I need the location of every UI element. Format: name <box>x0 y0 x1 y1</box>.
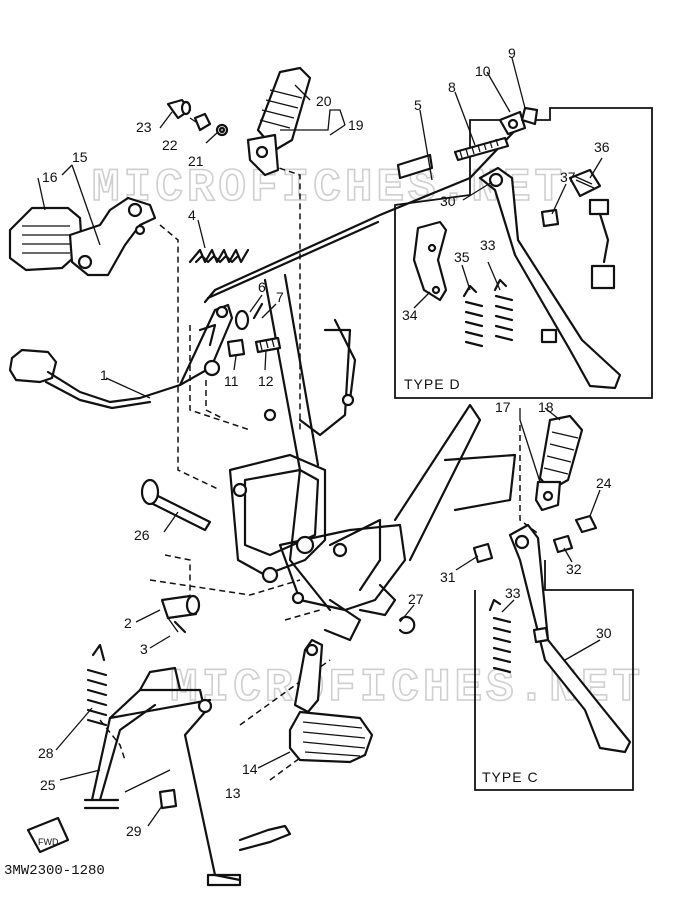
type-c-label: TYPE C <box>482 769 539 785</box>
pivot-bolt <box>140 478 212 532</box>
shaft-and-pin <box>160 594 201 634</box>
part-label-30-d: 30 <box>440 193 456 209</box>
part-label-14: 14 <box>242 761 258 777</box>
center-stand: FWD <box>26 643 292 887</box>
part-label-31: 31 <box>440 569 456 585</box>
part-label-12: 12 <box>258 373 274 389</box>
part-label-33-c: 33 <box>505 585 521 601</box>
part-number-labels: 1 2 3 4 5 6 7 8 9 10 11 12 13 14 15 16 1… <box>38 45 612 839</box>
part-label-1: 1 <box>100 367 108 383</box>
right-footrest <box>534 414 584 512</box>
part-label-19: 19 <box>348 117 364 133</box>
type-d-box: TYPE D <box>394 107 653 399</box>
part-label-27: 27 <box>408 591 424 607</box>
part-label-37: 37 <box>560 169 576 185</box>
upper-footrest <box>166 66 312 177</box>
part-label-28: 28 <box>38 745 54 761</box>
part-label-11: 11 <box>224 373 239 389</box>
return-spring <box>188 248 250 264</box>
part-label-6: 6 <box>258 279 266 295</box>
part-label-33-d: 33 <box>480 237 496 253</box>
brake-rod <box>203 106 539 304</box>
part-label-26: 26 <box>134 527 150 543</box>
part-label-24: 24 <box>596 475 612 491</box>
part-label-16: 16 <box>42 169 58 185</box>
part-label-32: 32 <box>566 561 582 577</box>
part-label-10: 10 <box>475 63 491 79</box>
part-label-29: 29 <box>126 823 142 839</box>
left-footrest <box>8 196 157 277</box>
part-label-34: 34 <box>402 307 418 323</box>
part-label-23: 23 <box>136 119 152 135</box>
leader-lines <box>37 57 603 827</box>
part-label-20: 20 <box>316 93 332 109</box>
part-label-3: 3 <box>140 641 148 657</box>
part-label-8: 8 <box>448 79 456 95</box>
part-label-22: 22 <box>162 137 178 153</box>
pedal-fasteners <box>226 302 282 358</box>
part-label-21: 21 <box>188 153 204 169</box>
part-label-5: 5 <box>414 97 422 113</box>
part-label-35: 35 <box>454 249 470 265</box>
part-label-36: 36 <box>594 139 610 155</box>
sidestand-type-c <box>488 523 632 754</box>
type-d-label: TYPE D <box>404 376 461 392</box>
type-c-box: TYPE C <box>474 560 634 791</box>
sidestand-type-d <box>412 166 622 390</box>
part-label-4: 4 <box>188 207 196 223</box>
part-label-18: 18 <box>538 399 554 415</box>
stand-fasteners <box>472 514 598 564</box>
part-label-15: 15 <box>72 149 88 165</box>
watermark-top: MICROFICHES.NET <box>92 162 566 214</box>
part-label-2: 2 <box>124 615 132 631</box>
part-label-9: 9 <box>508 45 516 61</box>
fwd-label: FWD <box>38 837 59 847</box>
part-label-7: 7 <box>276 289 284 305</box>
drawing-code: 3MW2300-1280 <box>4 863 105 879</box>
part-label-25: 25 <box>40 777 56 793</box>
part-label-13: 13 <box>225 785 241 801</box>
frame-assembly <box>228 273 517 642</box>
lower-footrest <box>288 638 374 764</box>
part-label-30-c: 30 <box>596 625 612 641</box>
brake-pedal <box>8 303 234 410</box>
part-label-17: 17 <box>495 399 511 415</box>
